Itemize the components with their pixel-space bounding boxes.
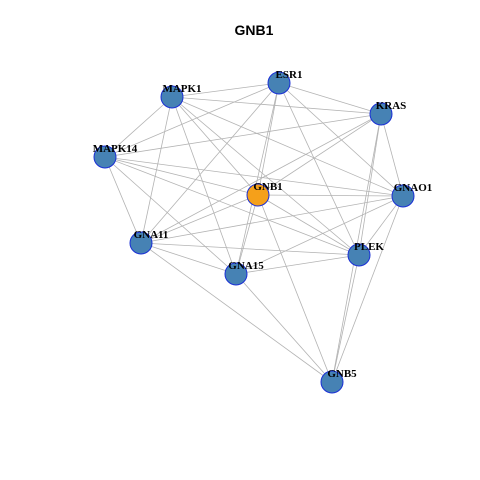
node-circle-mapk14 [93, 145, 117, 169]
edge-esr1-gnao1 [278, 82, 404, 197]
edge-plek-gnb5 [331, 254, 360, 383]
edge-mapk1-kras [171, 96, 382, 115]
node-label-gnb1: GNB1 [253, 181, 282, 193]
node-circle-gna11 [129, 231, 153, 255]
edge-gnb1-plek [257, 194, 360, 256]
node-label-esr1: ESR1 [276, 69, 303, 81]
edge-gna11-gna15 [140, 242, 237, 275]
edges-layer [104, 82, 404, 383]
edge-esr1-gna11 [140, 82, 280, 244]
edge-gnb1-gnao1 [257, 194, 404, 197]
node-label-gnb5: GNB5 [327, 368, 357, 380]
edge-gnao1-gna15 [235, 195, 404, 275]
node-gnao1: GNAO1 [391, 182, 433, 208]
edge-mapk14-gna11 [104, 156, 142, 244]
node-label-gna11: GNA11 [134, 229, 169, 241]
node-gnb1: GNB1 [246, 181, 283, 207]
graph-title: GNB1 [235, 22, 274, 38]
edge-esr1-mapk1 [171, 82, 280, 98]
node-label-plek: PLEK [354, 241, 384, 253]
node-esr1: ESR1 [267, 69, 303, 95]
node-label-mapk14: MAPK14 [93, 143, 138, 155]
node-kras: KRAS [369, 100, 407, 126]
edge-esr1-gna15 [235, 82, 280, 275]
edge-gna11-plek [140, 242, 360, 256]
node-circle-gnb1 [246, 183, 270, 207]
node-mapk14: MAPK14 [93, 143, 138, 169]
node-gna15: GNA15 [224, 260, 264, 286]
edge-gnao1-gnb5 [331, 195, 404, 383]
edge-esr1-gnb1 [257, 82, 280, 196]
node-label-gna15: GNA15 [228, 260, 264, 272]
node-plek: PLEK [347, 241, 384, 267]
edge-gnb1-gna11 [140, 194, 259, 244]
edge-mapk14-gna15 [104, 156, 237, 275]
node-circle-gna15 [224, 262, 248, 286]
node-circle-kras [369, 102, 393, 126]
edge-kras-gnao1 [380, 113, 404, 197]
edge-gna11-gnb5 [140, 242, 333, 383]
edge-mapk14-gnao1 [104, 156, 404, 197]
edge-kras-gna11 [140, 113, 382, 244]
edge-esr1-kras [278, 82, 382, 115]
edge-kras-mapk14 [104, 113, 382, 158]
node-gna11: GNA11 [129, 229, 169, 255]
edge-mapk1-gnao1 [171, 96, 404, 197]
edge-gnb1-gnb5 [257, 194, 333, 383]
edge-gnao1-plek [358, 195, 404, 256]
edge-gna15-gnb5 [235, 273, 333, 383]
edge-plek-gna15 [235, 254, 360, 275]
node-label-gnao1: GNAO1 [394, 182, 433, 194]
node-circle-esr1 [267, 71, 291, 95]
edge-kras-plek [358, 113, 382, 256]
node-gnb5: GNB5 [320, 368, 357, 394]
node-circle-mapk1 [160, 85, 184, 109]
node-circle-plek [347, 243, 371, 267]
edge-esr1-plek [278, 82, 360, 256]
edge-kras-gnb1 [257, 113, 382, 196]
edge-mapk1-mapk14 [104, 96, 173, 158]
node-circle-gnao1 [391, 184, 415, 208]
edge-mapk14-gnb1 [104, 156, 259, 196]
node-circle-gnb5 [320, 370, 344, 394]
edge-gnao1-gna11 [140, 195, 404, 244]
node-label-mapk1: MAPK1 [162, 83, 201, 95]
edge-gnb1-gna15 [235, 194, 259, 275]
node-label-kras: KRAS [376, 100, 407, 112]
edge-mapk1-gna15 [171, 96, 237, 275]
edge-mapk1-gnb1 [171, 96, 259, 196]
node-mapk1: MAPK1 [160, 83, 202, 109]
